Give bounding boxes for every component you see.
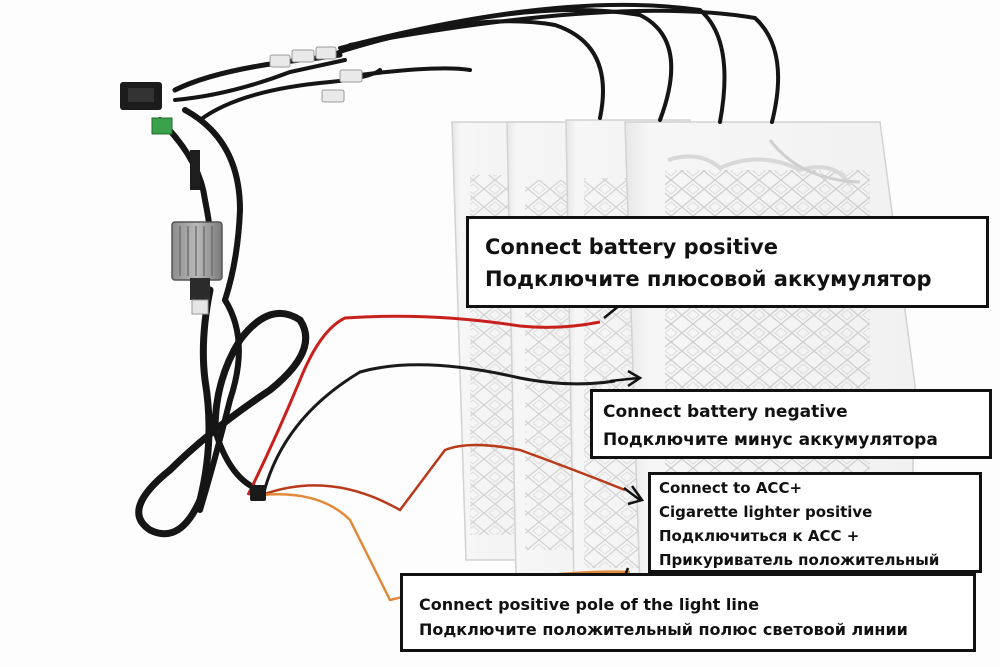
label-battery-negative-ru: Подключите минус аккумулятора bbox=[603, 430, 938, 450]
fuse-holder bbox=[250, 485, 266, 501]
arrow-acc bbox=[623, 485, 645, 506]
label-light-line-en: Connect positive pole of the light line bbox=[419, 595, 760, 614]
label-acc-line4: Прикуриватель положительный bbox=[659, 551, 940, 569]
label-battery-negative-en: Connect battery negative bbox=[603, 402, 848, 422]
label-connect-light-line: Connect positive pole of the light line … bbox=[400, 573, 976, 652]
label-light-line-ru: Подключите положительный полюс световой … bbox=[419, 620, 908, 639]
label-acc-line2: Cigarette lighter positive bbox=[659, 503, 873, 521]
label-battery-positive-ru: Подключите плюсовой аккумулятор bbox=[485, 267, 932, 291]
label-connect-acc: Connect to ACC+ Cigarette lighter positi… bbox=[648, 472, 982, 573]
label-acc-line1: Connect to ACC+ bbox=[659, 479, 803, 497]
wire-harness bbox=[135, 52, 382, 538]
pad-cables bbox=[328, 2, 781, 124]
pad-connectors bbox=[269, 46, 363, 103]
label-connect-battery-positive: Connect battery positive Подключите плюс… bbox=[466, 216, 989, 308]
controller-module bbox=[171, 221, 223, 315]
acc-wire bbox=[261, 443, 626, 512]
arrow-battery-negative bbox=[609, 369, 643, 388]
label-connect-battery-negative: Connect battery negative Подключите мину… bbox=[590, 389, 992, 459]
switch-connector bbox=[120, 82, 200, 190]
label-battery-positive-en: Connect battery positive bbox=[485, 235, 778, 259]
battery-negative-wire bbox=[260, 363, 616, 501]
label-acc-line3: Подключиться к ACC + bbox=[659, 527, 860, 545]
battery-positive-wire bbox=[246, 314, 601, 496]
